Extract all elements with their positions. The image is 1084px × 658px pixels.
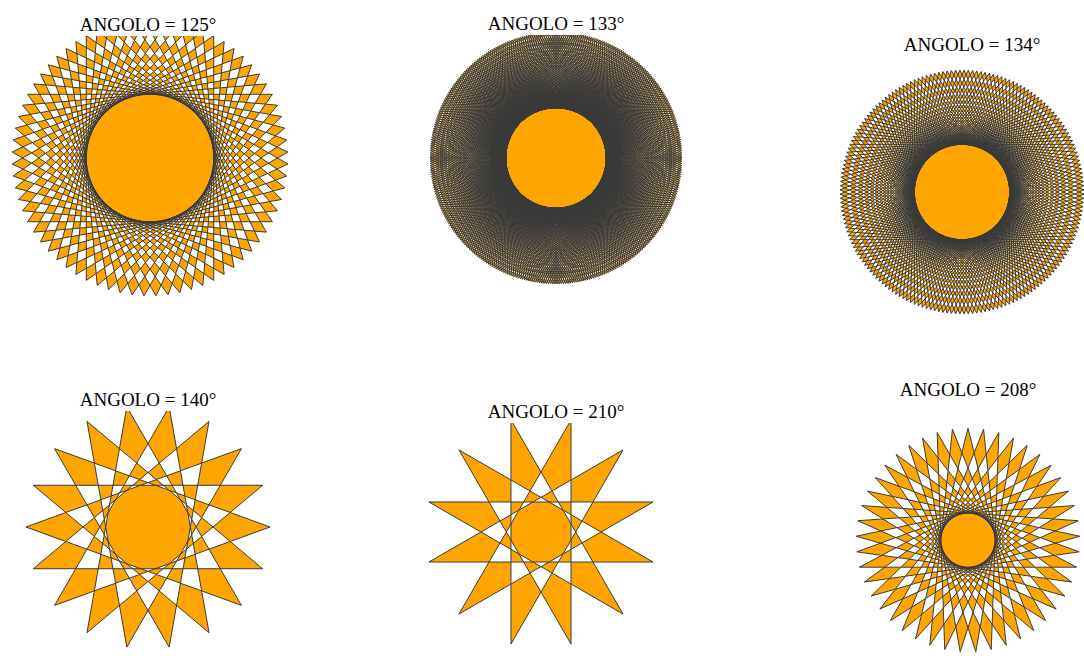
angle-label: ANGOLO = 134° [901,34,1044,56]
angle-label: ANGOLO = 133° [485,13,628,35]
star-figure [840,70,1084,314]
star-figure [856,428,1080,651]
star-figure [430,32,682,284]
angle-label: ANGOLO = 210° [485,401,628,423]
star-figure [429,420,653,644]
star-figure [12,20,288,296]
angle-label: ANGOLO = 125° [77,14,220,36]
angle-label: ANGOLO = 140° [77,389,220,411]
angle-label: ANGOLO = 208° [897,379,1040,401]
star-figure [26,407,270,647]
